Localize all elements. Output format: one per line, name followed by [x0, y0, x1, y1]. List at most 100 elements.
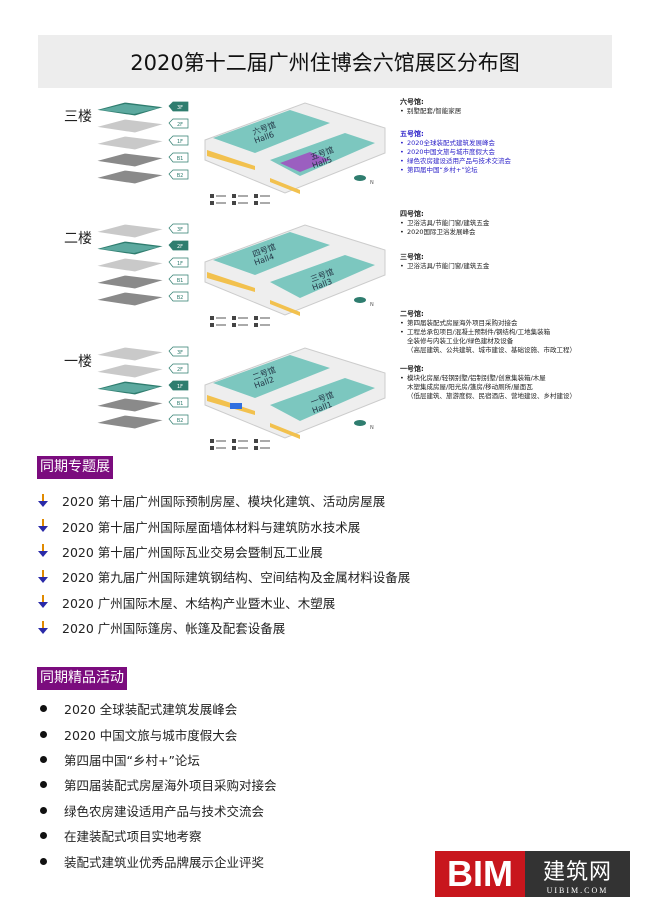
list-item-text: 第四届装配式房屋海外项目采购对接会 — [64, 778, 277, 794]
level-tag — [168, 380, 189, 391]
note-item: 绿色农房建设适用产品与技术交流会 — [400, 157, 600, 166]
hall-area — [270, 255, 375, 298]
note-item: 2020国际卫浴发展峰会 — [400, 228, 600, 237]
level-tag — [168, 257, 189, 268]
legend-icons — [210, 194, 270, 205]
list-item-text: 装配式建筑业优秀品牌展示企业评奖 — [64, 854, 265, 870]
level-tag — [168, 223, 189, 234]
hall-area — [213, 355, 330, 398]
hall1-title: 一号馆: — [400, 365, 424, 373]
level-layer — [95, 363, 166, 379]
list-item: 2020 第十届广州国际屋面墙体材料与建筑防水技术展 — [37, 513, 410, 538]
level-layer — [95, 135, 166, 151]
exhibition-list: 2020 第十届广州国际预制房屋、模块化建筑、活动房屋展 2020 第十届广州国际… — [37, 488, 410, 640]
list-item-text: 2020 第十届广州国际预制房屋、模块化建筑、活动房屋展 — [62, 494, 386, 510]
bullet-icon — [40, 781, 47, 789]
list-item: 2020 全球装配式建筑发展峰会 — [37, 696, 277, 721]
compass-icon: N — [354, 420, 374, 431]
level-tag-label: B2 — [177, 295, 184, 301]
level-tag — [168, 346, 189, 357]
activity-list: 2020 全球装配式建筑发展峰会 2020 中国文旅与城市度假大会第四届中国“乡村… — [37, 696, 277, 874]
level-tag — [168, 397, 189, 408]
list-item-text: 2020 第十届广州国际瓦业交易会暨制瓦工业展 — [62, 544, 323, 560]
list-item: 绿色农房建设适用产品与技术交流会 — [37, 798, 277, 823]
bullet-icon — [40, 705, 47, 713]
list-item: 在建装配式项目实地考察 — [37, 823, 277, 848]
bullet-icon — [40, 755, 47, 763]
list-item: 2020 中国文旅与城市度假大会 — [37, 721, 277, 746]
list-item: 装配式建筑业优秀品牌展示企业评奖 — [37, 848, 277, 873]
level-tag — [168, 152, 189, 163]
compass-icon: N — [354, 175, 374, 186]
note-item: 别墅配套/智能家居 — [400, 107, 600, 116]
level-tag-label: B1 — [177, 278, 184, 284]
arrow-bullet-icon — [37, 595, 49, 609]
note-item: 第四届装配式房屋海外项目采购对接会 — [400, 319, 600, 328]
svg-text:N: N — [370, 180, 374, 186]
list-item-text: 2020 第九届广州国际建筑钢结构、空间结构及金属材料设备展 — [62, 570, 411, 586]
list-item: 2020 第十届广州国际预制房屋、模块化建筑、活动房屋展 — [37, 488, 410, 513]
list-item: 第四届中国“乡村+”论坛 — [37, 747, 277, 772]
level-layer — [95, 414, 166, 430]
note-item: 卫浴洁具/节能门窗/建筑五金 — [400, 219, 600, 228]
hall5-title: 五号馆: — [400, 130, 424, 138]
arrow-bullet-icon — [37, 493, 49, 508]
section-header-activities: 同期精品活动 — [37, 667, 127, 690]
list-item: 2020 广州国际篷房、帐篷及配套设备展 — [37, 615, 410, 640]
title-banner: 2020第十二届广州住博会六馆展区分布图 — [38, 35, 612, 88]
hall-area — [213, 232, 330, 275]
level-tag — [168, 363, 189, 374]
hall-area — [213, 110, 330, 153]
level-tag — [168, 274, 189, 285]
hall2-title: 二号馆: — [400, 310, 424, 318]
arrow-bullet-icon — [37, 519, 49, 533]
level-layer — [95, 169, 166, 185]
note-sub: （高层建筑、公共建筑、城市建设、基础设施、市政工程） — [407, 346, 576, 354]
note-item: 2020全球装配式建筑发展峰会 — [400, 139, 600, 148]
section-header-exhibitions: 同期专题展 — [37, 456, 113, 479]
level-tag — [168, 240, 189, 251]
floor-label: 二楼 — [64, 231, 92, 247]
level-layer — [95, 346, 166, 362]
note-item: 第四届中国“乡村+”论坛 — [400, 166, 600, 175]
list-item-text: 2020 广州国际木屋、木结构产业暨木业、木塑展 — [62, 595, 336, 611]
logo-mark: BIM — [435, 851, 525, 897]
level-tag — [168, 414, 189, 425]
level-layer — [95, 152, 166, 168]
level-tag-label: 1F — [177, 139, 183, 145]
page-title: 2020第十二届广州住博会六馆展区分布图 — [130, 50, 520, 75]
list-item-text: 绿色农房建设适用产品与技术交流会 — [64, 803, 265, 819]
level-tag-label: 3F — [177, 105, 183, 111]
level-layer — [95, 257, 166, 273]
note-item: 卫浴洁具/节能门窗/建筑五金 — [400, 262, 600, 271]
floor-label: 三楼 — [64, 109, 92, 125]
note-sub: （低层建筑、旅游度假、民宿酒店、营地建设、乡村建设） — [407, 392, 576, 400]
level-layer — [95, 291, 166, 307]
list-item-text: 在建装配式项目实地考察 — [64, 829, 202, 845]
hall-notes-3f: 六号馆: 别墅配套/智能家居 五号馆: 2020全球装配式建筑发展峰会 2020… — [400, 93, 600, 175]
note-item: 模块化房屋/轻钢别墅/铝制别墅/创意集装箱/木屋 — [400, 374, 600, 383]
list-item-text: 2020 第十届广州国际屋面墙体材料与建筑防水技术展 — [62, 519, 361, 535]
level-tag-label: 1F — [177, 384, 183, 390]
level-tag — [168, 118, 189, 129]
level-tag — [168, 291, 189, 302]
level-tag-label: B1 — [177, 156, 184, 162]
svg-text:N: N — [370, 425, 374, 431]
list-item-text: 第四届中国“乡村+”论坛 — [64, 752, 200, 768]
logo-cn: 建筑网 — [542, 859, 612, 885]
level-layer — [95, 397, 166, 413]
note-sub: 全装修与内装工业化/绿色建材及设备 — [407, 337, 514, 345]
list-item-text: 2020 中国文旅与城市度假大会 — [64, 727, 238, 743]
level-tag-label: 2F — [177, 122, 183, 128]
level-layer — [95, 274, 166, 290]
legend-icons — [210, 439, 270, 450]
hall3-title: 三号馆: — [400, 253, 424, 261]
level-tag-label: B1 — [177, 401, 184, 407]
